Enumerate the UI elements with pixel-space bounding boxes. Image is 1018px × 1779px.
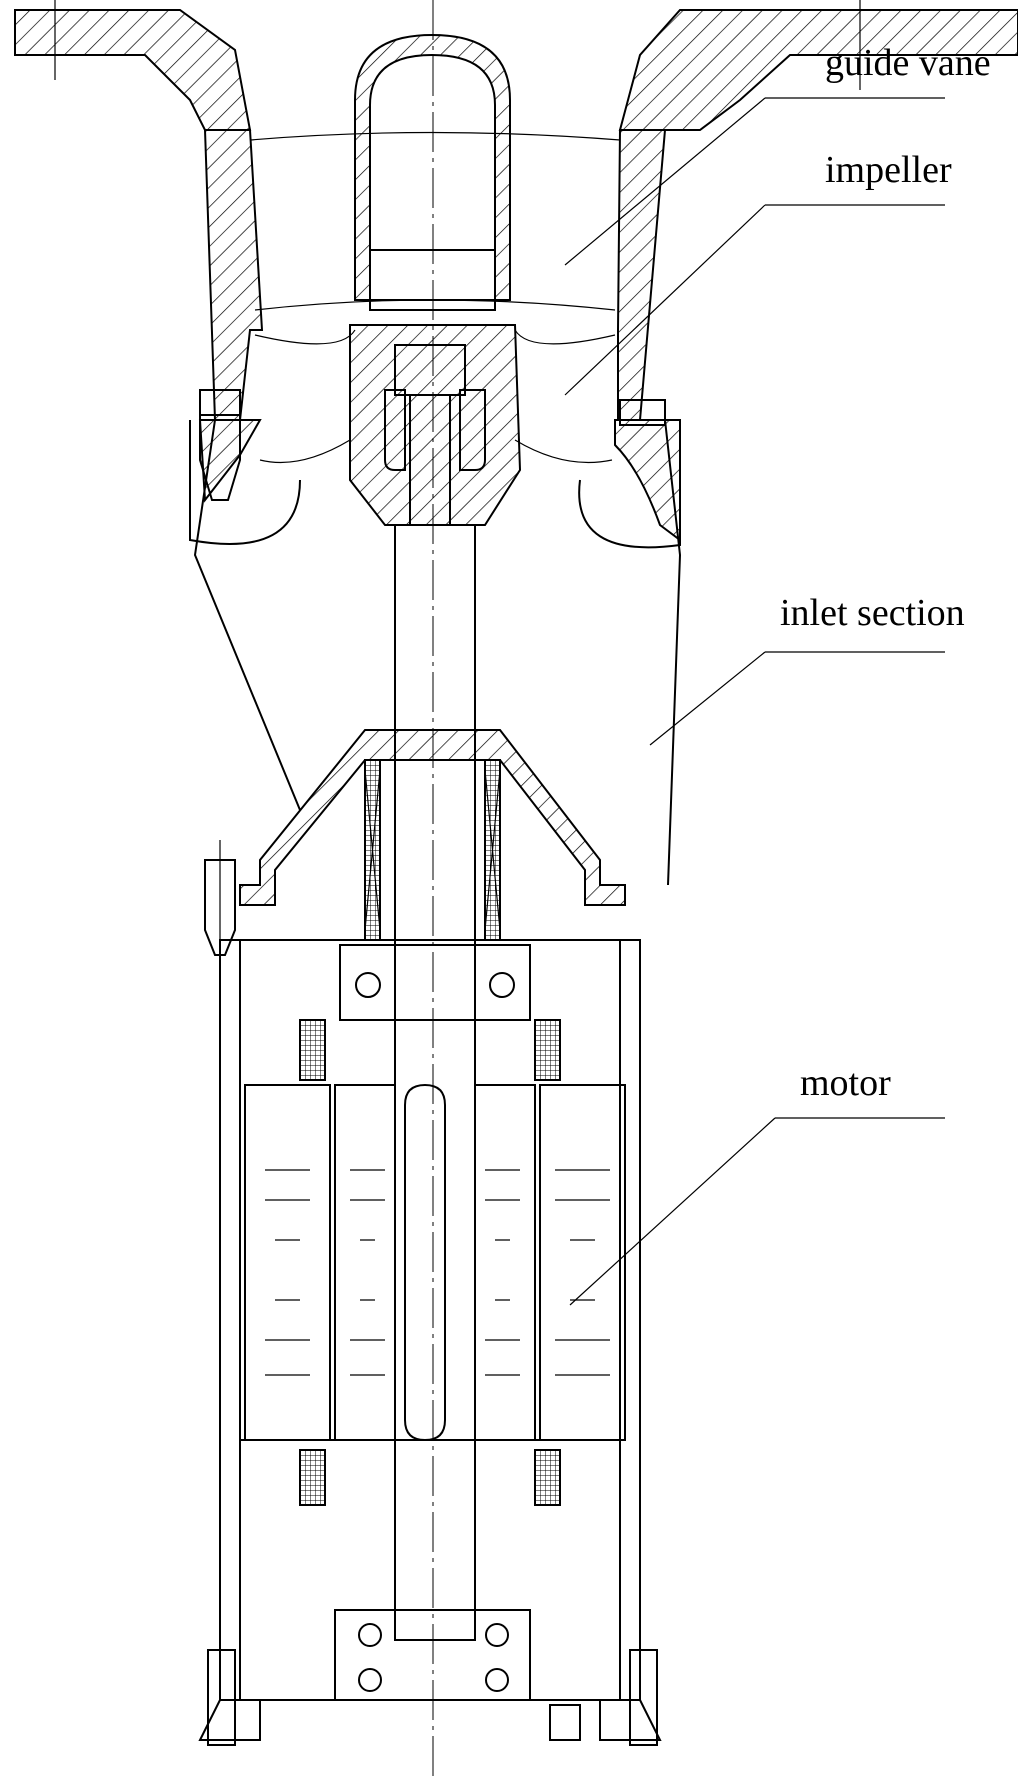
- label-inlet-section: inlet section: [649, 592, 965, 746]
- hub-nose-cone: [354, 33, 511, 311]
- shaft: [394, 524, 476, 1641]
- motor-housing: [198, 939, 662, 1746]
- label-inlet-section-text: inlet section: [780, 592, 965, 634]
- inlet-section-body: [189, 389, 682, 886]
- label-guide-vane-text: guide vane: [825, 42, 991, 84]
- label-impeller: impeller: [564, 149, 952, 396]
- label-guide-vane: guide vane: [564, 42, 991, 266]
- label-motor-text: motor: [800, 1062, 891, 1104]
- label-impeller-text: impeller: [825, 149, 952, 191]
- impeller-hub: [349, 324, 522, 526]
- outlet-flange: [14, 0, 1018, 131]
- label-motor: motor: [569, 1062, 945, 1306]
- stator-rotor: [244, 1019, 626, 1506]
- bearing-housing: [204, 729, 626, 960]
